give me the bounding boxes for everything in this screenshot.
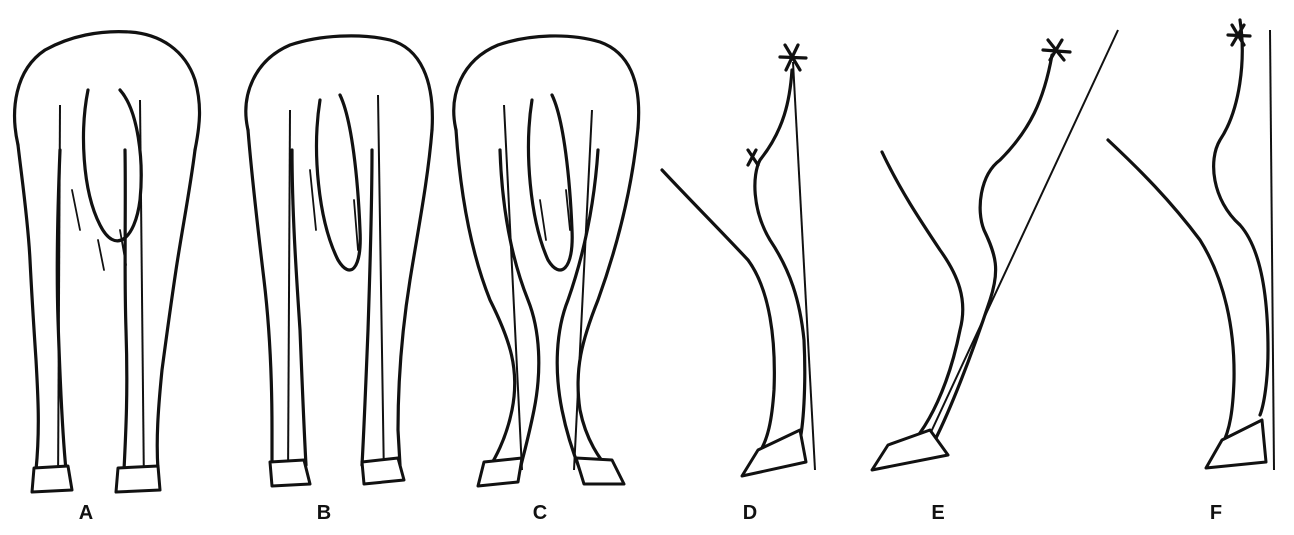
panel-a-right-leg-outline bbox=[124, 150, 195, 470]
panel-b-left-leg-outline bbox=[248, 130, 306, 465]
panel-c-left-leg-outline bbox=[456, 130, 539, 470]
panel-c-shading bbox=[540, 190, 570, 240]
panel-c-plumb-line-right bbox=[574, 110, 592, 470]
panel-e-leg-back-outline bbox=[935, 55, 1052, 440]
panel-c-tail bbox=[529, 95, 573, 270]
panel-c-left-hoof bbox=[478, 458, 522, 486]
panel-d-hoof bbox=[742, 430, 806, 476]
panel-e-angled-line bbox=[918, 30, 1118, 460]
panel-label-e: E bbox=[918, 502, 958, 525]
panel-c-right-hoof bbox=[576, 458, 624, 484]
panel-b-tail bbox=[317, 95, 361, 270]
panel-f-point-of-buttock-mark bbox=[1228, 25, 1250, 45]
panel-a-shading bbox=[72, 190, 126, 270]
panel-a-right-hoof bbox=[116, 466, 160, 492]
panel-e-drawing bbox=[872, 30, 1118, 470]
panel-a-left-hoof bbox=[32, 466, 72, 492]
panel-c-plumb-line-left bbox=[504, 105, 522, 470]
panel-b-right-leg-outline bbox=[362, 130, 432, 465]
panel-f-plumb-line bbox=[1270, 30, 1274, 470]
panel-d-hock-mark bbox=[748, 150, 758, 165]
panel-f-hoof bbox=[1206, 420, 1266, 468]
panel-e-point-of-buttock-mark bbox=[1043, 40, 1070, 60]
panel-label-c: C bbox=[520, 502, 560, 525]
panel-b-plumb-line-right bbox=[378, 95, 384, 480]
panel-b-rump-outline bbox=[246, 36, 432, 130]
panel-c-drawing bbox=[454, 36, 639, 486]
panel-f-drawing bbox=[1108, 20, 1274, 470]
panel-b-left-hoof bbox=[270, 460, 310, 486]
panel-label-b: B bbox=[304, 502, 344, 525]
panel-b-right-hoof bbox=[362, 458, 404, 484]
panel-f-leg-back-outline bbox=[1214, 20, 1268, 415]
panel-d-drawing bbox=[662, 45, 815, 476]
panel-a-drawing bbox=[15, 32, 200, 492]
panel-label-d: D bbox=[730, 502, 770, 525]
panel-a-rump-outline bbox=[15, 32, 200, 150]
panel-c-rump-outline bbox=[454, 36, 639, 130]
panel-label-f: F bbox=[1196, 502, 1236, 525]
panel-a-tail bbox=[84, 90, 142, 241]
panel-label-a: A bbox=[66, 502, 106, 525]
panel-b-drawing bbox=[246, 36, 432, 486]
panel-b-plumb-line-left bbox=[288, 110, 290, 480]
